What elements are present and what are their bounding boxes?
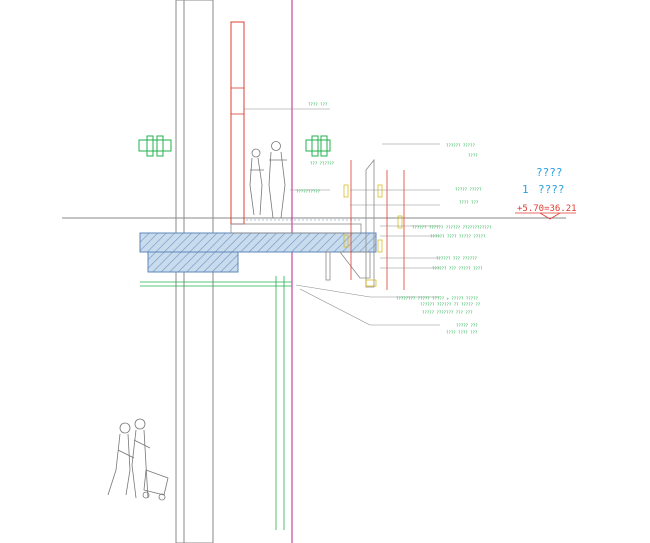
yellow-tag-1 — [343, 184, 349, 198]
level-triangle-icon — [539, 212, 561, 220]
note-2: ??? ?????? — [310, 161, 335, 166]
bracket-post — [325, 251, 331, 281]
facade-cladding — [365, 158, 375, 288]
note-1: ???? ??? — [308, 102, 328, 107]
note-7: ???? ??? — [459, 200, 479, 205]
red-wall-element — [230, 21, 245, 225]
yellow-tag-5 — [377, 239, 383, 253]
slab-beam — [147, 251, 239, 273]
level-index: 1 — [522, 183, 529, 196]
note-9: ?????? ???? ????? ????? — [430, 234, 486, 239]
yellow-tag-3 — [377, 184, 383, 198]
leader-lines — [244, 108, 440, 326]
note-11: ?????? ??? ????? ???? — [432, 266, 483, 271]
level-label-mid: ???? — [538, 183, 565, 196]
note-6: ????? ????? — [455, 187, 482, 192]
note-3: ?????????? — [296, 189, 321, 194]
plan-key-icon — [305, 135, 331, 157]
note-5: ???? — [468, 153, 478, 158]
note-14: ????? ??????? ??? ??? — [422, 310, 473, 315]
plan-key-icon — [138, 135, 172, 157]
note-10: ?????? ??? ?????? — [436, 256, 478, 261]
note-13: ?????? ?????? ?? ????? ?? — [420, 302, 481, 307]
note-16: ???? ???? ??? — [446, 330, 478, 335]
note-12: ???????? ????? ????? + ????? ????? — [396, 296, 478, 301]
family-with-stroller-icon — [107, 418, 169, 501]
yellow-tag-4 — [397, 215, 403, 229]
level-value: +5.70=36.21 — [517, 204, 577, 214]
level-label-top: ???? — [536, 166, 563, 179]
yellow-tag-2 — [343, 234, 349, 248]
note-8: ?????? ?????? ?????? ???????????? — [412, 225, 492, 230]
steel-bracket — [339, 251, 371, 279]
note-4: ?????? ????? — [446, 143, 475, 148]
yellow-tag-6 — [365, 279, 377, 287]
slab-topping — [230, 223, 362, 234]
note-15: ????? ??? — [456, 323, 478, 328]
couple-figures-icon — [249, 141, 287, 219]
floor-slab — [139, 232, 377, 253]
